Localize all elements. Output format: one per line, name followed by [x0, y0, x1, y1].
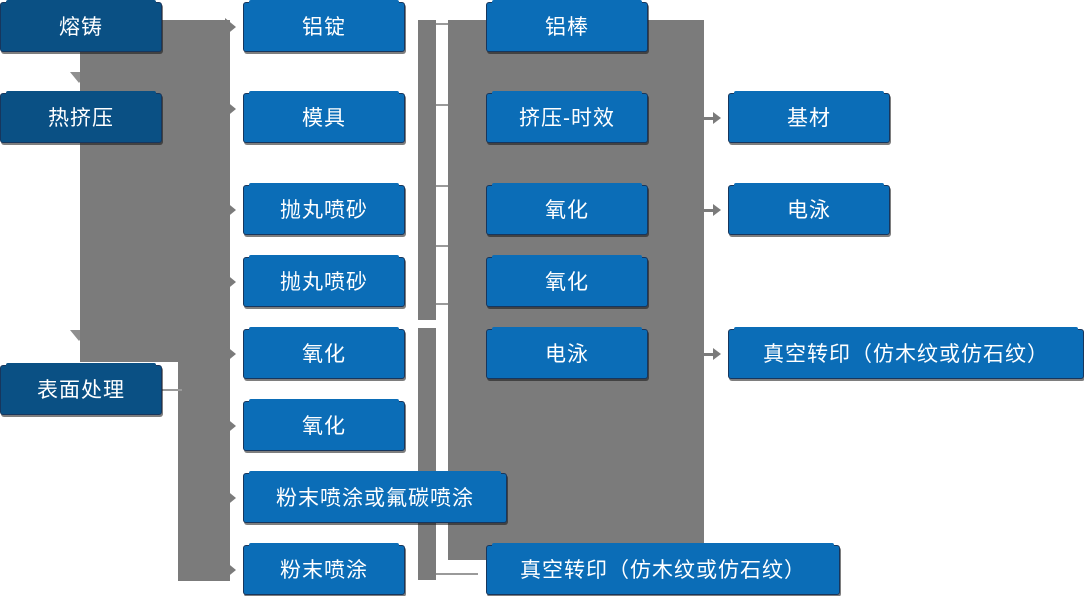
node-cap [249, 255, 399, 258]
arrow-to-step1-shotblast-b [225, 273, 236, 291]
step1-label-ingot: 铝锭 [302, 15, 346, 39]
connector-mid-rail-left-upper [418, 20, 436, 320]
node-cap [492, 183, 642, 186]
step2-box-oxidation-b[interactable]: 氧化 [486, 255, 648, 307]
node-cap [6, 91, 156, 94]
step1-box-powder-fluorocarbon[interactable]: 粉末喷涂或氟碳喷涂 [243, 471, 507, 523]
node-cap [249, 399, 399, 402]
connector-surface-tie [162, 389, 182, 391]
connector-mid-tick-6 [436, 573, 478, 575]
step3-label-vacuum-transfer: 真空转印（仿木纹或仿石纹） [763, 342, 1049, 366]
node-cap [492, 255, 642, 258]
step3-label-electrophoresis: 电泳 [787, 198, 831, 222]
node-cap [492, 91, 642, 94]
step1-box-oxidation-a[interactable]: 氧化 [243, 327, 405, 379]
stage-box-melting[interactable]: 熔铸 [0, 0, 162, 52]
step3-box-electrophoresis[interactable]: 电泳 [728, 183, 890, 235]
arrow-to-step3-electro [713, 204, 721, 216]
step1-label-shotblast-b: 抛丸喷砂 [280, 270, 368, 294]
step1-label-mold: 模具 [302, 106, 346, 130]
connector-left-trunk-narrow [178, 362, 230, 581]
connector-left-trunk-wide [80, 20, 230, 362]
step3-box-vacuum-transfer[interactable]: 真空转印（仿木纹或仿石纹） [728, 327, 1084, 379]
stage-label-melting: 熔铸 [59, 15, 103, 39]
step2-label-oxidation-b: 氧化 [545, 270, 589, 294]
step2-label-oxidation-a: 氧化 [545, 198, 589, 222]
step2-label-vacuum-transfer: 真空转印（仿木纹或仿石纹） [520, 558, 806, 582]
step1-box-shotblast-a[interactable]: 抛丸喷砂 [243, 183, 405, 235]
stage-box-surface-treatment[interactable]: 表面处理 [0, 363, 162, 415]
arrow-to-step1-oxidation-a [225, 345, 236, 363]
step2-box-extrusion-aging[interactable]: 挤压-时效 [486, 91, 648, 143]
connector-down-arrow-icon [70, 72, 88, 83]
node-cap [492, 0, 642, 3]
connector-mid-rail-left-lower [418, 328, 436, 580]
node-cap [249, 183, 399, 186]
step2-label-aluminium-bar: 铝棒 [545, 15, 589, 39]
node-cap [249, 91, 399, 94]
step1-box-powder-coating[interactable]: 粉末喷涂 [243, 543, 405, 595]
step2-box-vacuum-transfer[interactable]: 真空转印（仿木纹或仿石纹） [486, 543, 840, 595]
arrow-to-step1-oxidation-b [225, 417, 236, 435]
arrow-to-step1-mold [225, 100, 236, 118]
arrow-line-to-transfer [704, 353, 716, 356]
arrow-to-step1-powder [225, 561, 236, 579]
arrow-to-step3-substrate [713, 112, 721, 124]
arrow-to-step1-shotblast-a [225, 201, 236, 219]
arrow-to-step1-ingot [225, 18, 236, 36]
node-cap [249, 471, 501, 474]
stage-box-hot-extrusion[interactable]: 热挤压 [0, 91, 162, 143]
stage-label-hot-extrusion: 热挤压 [48, 106, 114, 130]
node-cap [249, 543, 399, 546]
step1-label-shotblast-a: 抛丸喷砂 [280, 198, 368, 222]
arrow-to-step1-powder-fluoro [225, 489, 236, 507]
node-cap [734, 91, 884, 94]
step1-label-oxidation-b: 氧化 [302, 414, 346, 438]
step1-box-mold[interactable]: 模具 [243, 91, 405, 143]
arrow-line-to-substrate [704, 117, 716, 120]
connector-down-arrow-surface-icon [70, 330, 88, 341]
node-cap [249, 0, 399, 3]
arrow-line-to-electro [704, 209, 716, 212]
node-cap [492, 543, 834, 546]
step2-box-electrophoresis[interactable]: 电泳 [486, 327, 648, 379]
step1-label-powder-coating: 粉末喷涂 [280, 558, 368, 582]
node-cap [734, 327, 1078, 330]
step1-box-shotblast-b[interactable]: 抛丸喷砂 [243, 255, 405, 307]
step2-label-extrusion-aging: 挤压-时效 [519, 106, 615, 130]
step3-box-substrate[interactable]: 基材 [728, 91, 890, 143]
node-cap [6, 363, 156, 366]
step1-box-ingot[interactable]: 铝锭 [243, 0, 405, 52]
step2-box-oxidation-a[interactable]: 氧化 [486, 183, 648, 235]
step2-label-electrophoresis: 电泳 [545, 342, 589, 366]
step3-label-substrate: 基材 [787, 106, 831, 130]
stage-label-surface-treatment: 表面处理 [37, 378, 125, 402]
step2-box-aluminium-bar[interactable]: 铝棒 [486, 0, 648, 52]
node-cap [734, 183, 884, 186]
node-cap [492, 327, 642, 330]
arrow-to-step3-transfer [713, 348, 721, 360]
step1-label-powder-fluorocarbon: 粉末喷涂或氟碳喷涂 [276, 486, 474, 510]
step1-box-oxidation-b[interactable]: 氧化 [243, 399, 405, 451]
step1-label-oxidation-a: 氧化 [302, 342, 346, 366]
node-cap [249, 327, 399, 330]
node-cap [6, 0, 156, 3]
